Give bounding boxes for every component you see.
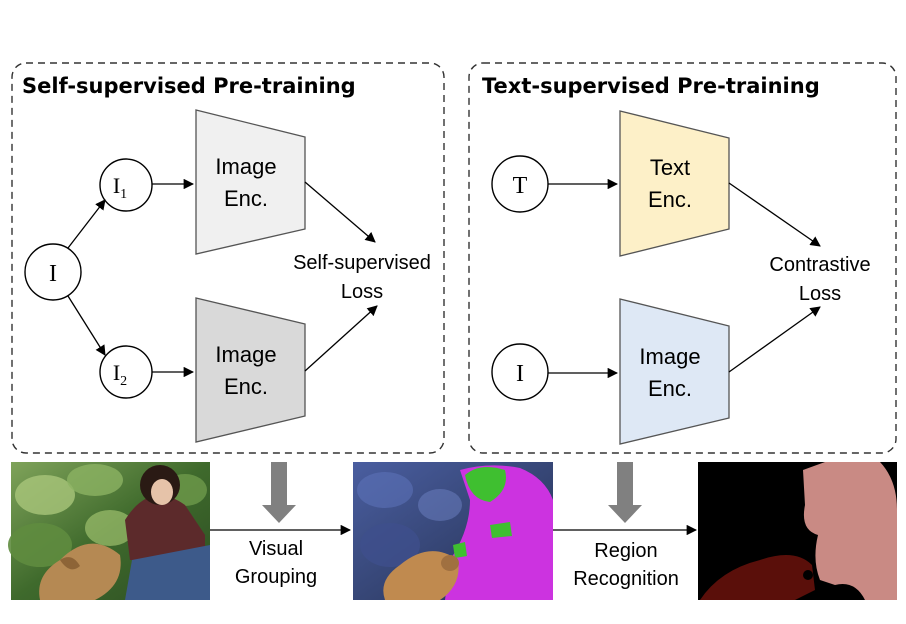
visual-grouping-label-2: Grouping <box>235 566 317 588</box>
self-supervised-loss-label-2: Loss <box>341 281 383 303</box>
visual-grouping-label-1: Visual <box>249 538 303 560</box>
text-supervised-frame <box>468 62 897 454</box>
image-encoder-top <box>195 109 306 255</box>
image-encoder-bottom-label-1: Image <box>215 342 276 367</box>
view1-node <box>99 158 153 212</box>
image-encoder-contrastive-label-2: Enc. <box>648 376 692 401</box>
input-photo <box>8 462 210 600</box>
region-recognition-label-2: Recognition <box>573 568 679 590</box>
grouped-segments-photo <box>353 462 553 600</box>
self-supervised-loss-label-1: Self-supervised <box>293 252 431 274</box>
image-encoder-top-label-1: Image <box>215 154 276 179</box>
image-encoder-contrastive <box>619 298 730 445</box>
pipeline-row: Visual Grouping Region Recognition <box>8 462 897 600</box>
image-encoder-bottom-label-2: Enc. <box>224 374 268 399</box>
region-recognition-label-1: Region <box>594 540 657 562</box>
self-supervised-frame <box>11 62 445 454</box>
view2-label: I2 <box>113 360 127 389</box>
image-encoder-top-label-2: Enc. <box>224 186 268 211</box>
contrastive-loss-label-1: Contrastive <box>769 254 870 276</box>
image-node <box>491 343 549 401</box>
text-encoder-label-2: Enc. <box>648 187 692 212</box>
image-node-label: I <box>516 361 524 387</box>
image-encoder-contrastive-label-1: Image <box>639 344 700 369</box>
arrow-encoder-top-to-loss <box>304 181 376 243</box>
arrow-input-to-view2 <box>67 295 106 356</box>
view1-label: I1 <box>113 173 127 202</box>
segmentation-mask <box>698 462 897 600</box>
arrow-text-encoder-to-loss <box>728 182 821 247</box>
arrow-encoder-bottom-to-loss <box>304 305 378 372</box>
view2-node <box>99 345 153 399</box>
text-node-label: T <box>513 173 528 199</box>
contrastive-loss-label-2: Loss <box>799 283 841 305</box>
self-supervised-title: Self-supervised Pre-training <box>22 74 356 98</box>
down-arrow-self-supervised <box>262 462 296 523</box>
arrow-input-to-view1 <box>67 199 106 249</box>
text-supervised-panel: Text-supervised Pre-training T I Text En… <box>468 62 897 454</box>
text-encoder-label-1: Text <box>650 155 690 180</box>
input-image-node <box>24 243 82 301</box>
arrow-image-encoder-to-loss <box>728 306 821 373</box>
image-encoder-bottom <box>195 297 306 443</box>
text-supervised-title: Text-supervised Pre-training <box>482 74 820 98</box>
down-arrow-text-supervised <box>608 462 642 523</box>
text-encoder <box>619 110 730 257</box>
self-supervised-panel: Self-supervised Pre-training I I1 I2 Ima… <box>11 62 445 454</box>
input-image-label: I <box>49 261 57 287</box>
